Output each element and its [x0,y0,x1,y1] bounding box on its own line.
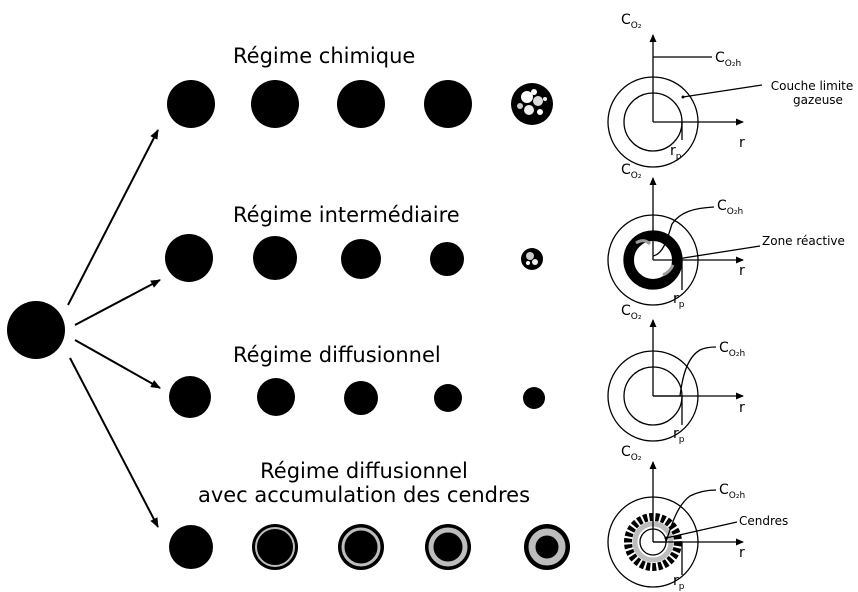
particle [430,242,464,276]
bulk-concentration-label: CO₂h [719,340,745,359]
ash-particle [252,524,298,570]
bulk-concentration-label: CO₂h [719,482,745,501]
regime-titles: Régime chimique Régime intermédiaire Rég… [198,44,530,507]
regime-title-intermediaire: Régime intermédiaire [233,203,460,227]
row-diffusional-particles [169,376,545,418]
radius-axis-label: r [739,400,745,416]
concentration-profile-curve [653,346,717,397]
particle [165,234,213,282]
concentration-profile-curve [653,489,717,543]
reactive-zone-label: Zone réactive [762,234,845,248]
arrow-intermediate [74,279,161,326]
particle [434,384,462,412]
shrinking-porous-particle [521,248,543,270]
regime-title-diffusionnel: Régime diffusionnel [233,343,441,367]
concentration-profile-chemical: CO₂ CO₂h r rp Couche limite gazeuse [607,12,854,168]
particle [251,80,299,128]
particle [341,239,381,279]
boundary-layer-label-line2: gazeuse [793,93,843,107]
regime-title-cendres-line2: avec accumulation des cendres [198,483,530,507]
bulk-concentration-label: CO₂h [715,50,741,69]
particle [167,80,215,128]
bulk-concentration-label: CO₂h [717,198,743,217]
annotation-leader [665,521,738,539]
regime-title-chimique: Régime chimique [233,44,415,68]
radius-axis-label: r [739,263,745,279]
radius-axis-label: r [739,135,745,151]
radius-axis-label: r [739,545,745,561]
row-chemical-particles [167,80,553,128]
concentration-profile-ash: CO₂ CO₂h r rp Cendres [607,444,788,592]
particle-radius-label: rp [673,573,685,592]
particle-radius-label: rp [673,426,685,445]
concentration-axis-label: CO₂ [621,303,642,322]
ash-label: Cendres [739,514,788,528]
row-ash-particles [169,524,570,570]
particle [253,236,297,280]
particle [344,381,378,415]
particle [337,80,385,128]
initial-particle [7,301,65,359]
arrow-chemical [67,129,159,306]
regime-title-cendres-line1: Régime diffusionnel [260,459,468,483]
arrow-diffusional [74,339,161,389]
concentration-axis-label: CO₂ [621,12,642,31]
branch-arrows [67,129,161,528]
arrow-ash [69,357,159,528]
particle [257,378,295,416]
particle [523,387,545,409]
ash-particle [524,524,570,570]
particle [169,376,211,418]
particle [424,80,472,128]
porous-particle [511,83,553,125]
boundary-layer-label: Couche limite [771,79,854,93]
concentration-axis-label: CO₂ [621,162,642,181]
annotation-leader [676,245,761,260]
particle [169,525,213,569]
row-intermediate-particles [165,234,543,282]
particle-radius-label: rp [670,143,682,162]
particle-radius-label: rp [673,291,685,310]
ash-particle [338,524,384,570]
concentration-profile-intermediate: CO₂ CO₂h r rp Zone réactive [607,162,845,310]
ash-particle [425,524,471,570]
concentration-profile-diffusional: CO₂ CO₂h r rp [607,303,745,445]
concentration-profile-curve [652,206,715,257]
concentration-axis-label: CO₂ [621,444,642,463]
annotation-leader [682,84,763,98]
